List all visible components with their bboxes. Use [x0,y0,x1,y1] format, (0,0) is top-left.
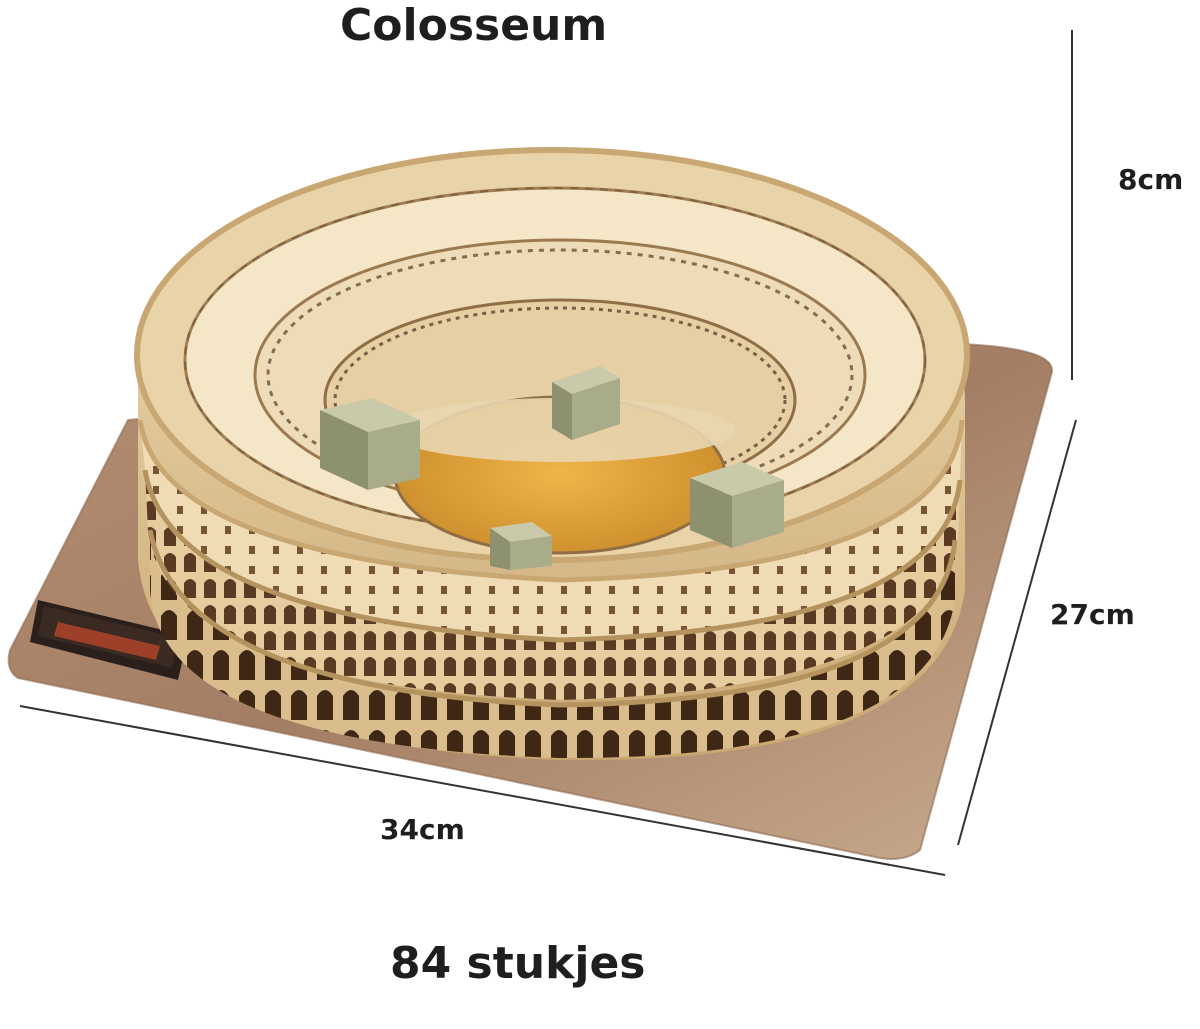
piece-count-label: 84 stukjes [390,938,646,989]
width-dimension-line [19,705,946,876]
middle-arcade [145,470,960,700]
lower-arcade [150,530,955,759]
nameplate-plaque [30,600,188,680]
gate-block-left [320,398,420,490]
depth-dimension-line [957,419,1077,846]
gate-block-front [490,522,552,570]
upper-window-band [140,420,962,640]
gate-block-right [690,462,784,548]
width-dimension-label: 34cm [380,813,465,846]
height-dimension-label: 8cm [1118,163,1184,196]
product-title: Colosseum [340,0,608,51]
gate-block-top [552,366,620,440]
depth-dimension-label: 27cm [1050,598,1135,631]
